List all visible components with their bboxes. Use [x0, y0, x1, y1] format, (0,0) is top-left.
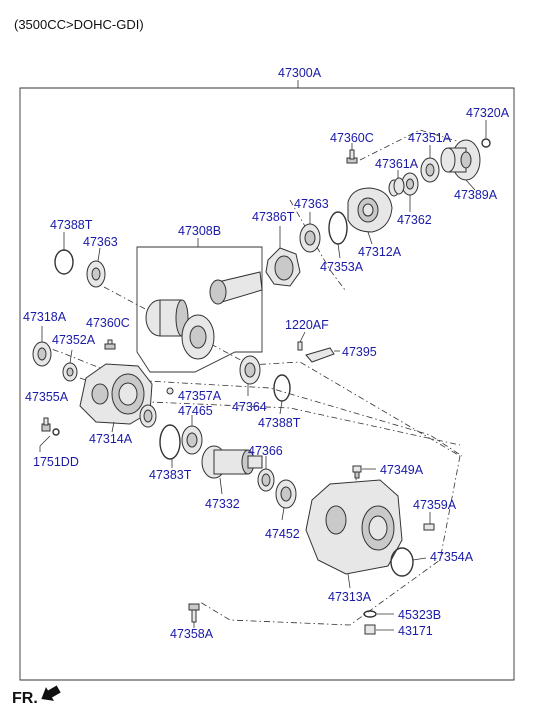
nut-47320A — [481, 138, 491, 148]
callout-47383T: 47383T — [149, 468, 192, 482]
washer-45323B — [363, 610, 377, 618]
callout-47452: 47452 — [265, 527, 300, 541]
output-flange-47389A — [440, 139, 481, 191]
washer-1751DD — [52, 428, 60, 436]
callout-47357A: 47357A — [178, 389, 222, 403]
bolt-47360C-top — [346, 143, 358, 164]
seal-47318A — [32, 326, 52, 367]
callout-47312A: 47312A — [358, 245, 402, 259]
callout-43171: 43171 — [398, 624, 433, 638]
callout-47386T: 47386T — [252, 210, 295, 224]
o-ring-47383T — [159, 424, 181, 460]
sub-assembly-frame-47308B — [136, 246, 263, 373]
o-ring-47388T-left — [54, 249, 74, 275]
callout-47465: 47465 — [178, 404, 213, 418]
callout-47318A: 47318A — [23, 310, 67, 324]
callout-47363-top: 47363 — [294, 197, 329, 211]
callout-47363-left: 47363 — [83, 235, 118, 249]
callout-47389A: 47389A — [454, 188, 498, 202]
callout-47362: 47362 — [397, 213, 432, 227]
callout-47364: 47364 — [232, 400, 267, 414]
gear-set-47308B — [145, 238, 263, 360]
callout-47355A: 47355A — [25, 390, 69, 404]
bolt-1220AF — [297, 331, 306, 351]
pin-47359A — [423, 512, 435, 531]
callout-47360C-top: 47360C — [330, 131, 374, 145]
nut-43171 — [364, 624, 394, 635]
callout-47313A: 47313A — [328, 590, 372, 604]
callout-1220AF: 1220AF — [285, 318, 329, 332]
bearing-47363-left — [86, 247, 106, 288]
callout-47388T-right: 47388T — [258, 416, 301, 430]
bearing-47362 — [401, 172, 419, 212]
front-direction-label: FR. — [12, 690, 38, 707]
bearing-47452 — [275, 479, 297, 521]
callout-47395: 47395 — [342, 345, 377, 359]
o-ring-47388T-right — [273, 374, 291, 402]
callout-47308B: 47308B — [178, 224, 222, 238]
assembly-frame — [19, 87, 515, 681]
callout-47388T-left: 47388T — [50, 218, 93, 232]
callout-47352A: 47352A — [52, 333, 96, 347]
callout-47351A: 47351A — [408, 131, 452, 145]
callout-47358A: 47358A — [170, 627, 214, 641]
callout-47361A: 47361A — [375, 157, 419, 171]
bearing-47364 — [239, 355, 261, 396]
callout-47320A: 47320A — [466, 106, 510, 120]
front-arrow-icon — [41, 685, 61, 701]
spring-47361A — [388, 170, 405, 197]
bolt-47355A — [41, 417, 51, 432]
seal-47357A — [166, 387, 174, 395]
shaft-47332 — [201, 445, 263, 495]
bolt-47358A — [188, 603, 200, 628]
plug-47349A — [352, 465, 376, 479]
bolt-47360C-left — [104, 339, 116, 350]
callout-47300A: 47300A — [278, 66, 322, 80]
bearing-47363-top — [299, 212, 321, 253]
o-ring-47354A — [390, 547, 414, 577]
seal-47352A — [62, 349, 78, 382]
callout-47360C-left: 47360C — [86, 316, 130, 330]
callout-47353A: 47353A — [320, 260, 364, 274]
callout-47366: 47366 — [248, 444, 283, 458]
rear-housing-47313A — [305, 479, 403, 589]
gasket-47386T — [265, 226, 301, 287]
callout-47349A: 47349A — [380, 463, 424, 477]
o-ring-47353A — [328, 211, 348, 245]
bearing-47465 — [181, 415, 203, 455]
callout-1751DD: 1751DD — [33, 455, 79, 469]
housing-47312A — [347, 187, 393, 245]
callout-47359A: 47359A — [413, 498, 457, 512]
seal-47351A — [420, 145, 440, 183]
callout-45323B: 45323B — [398, 608, 442, 622]
callout-47332: 47332 — [205, 497, 240, 511]
callout-47314A: 47314A — [89, 432, 133, 446]
engine-spec-header: (3500CC>DOHC-GDI) — [14, 17, 144, 32]
callout-47354A: 47354A — [430, 550, 474, 564]
bracket-47395 — [305, 347, 340, 363]
